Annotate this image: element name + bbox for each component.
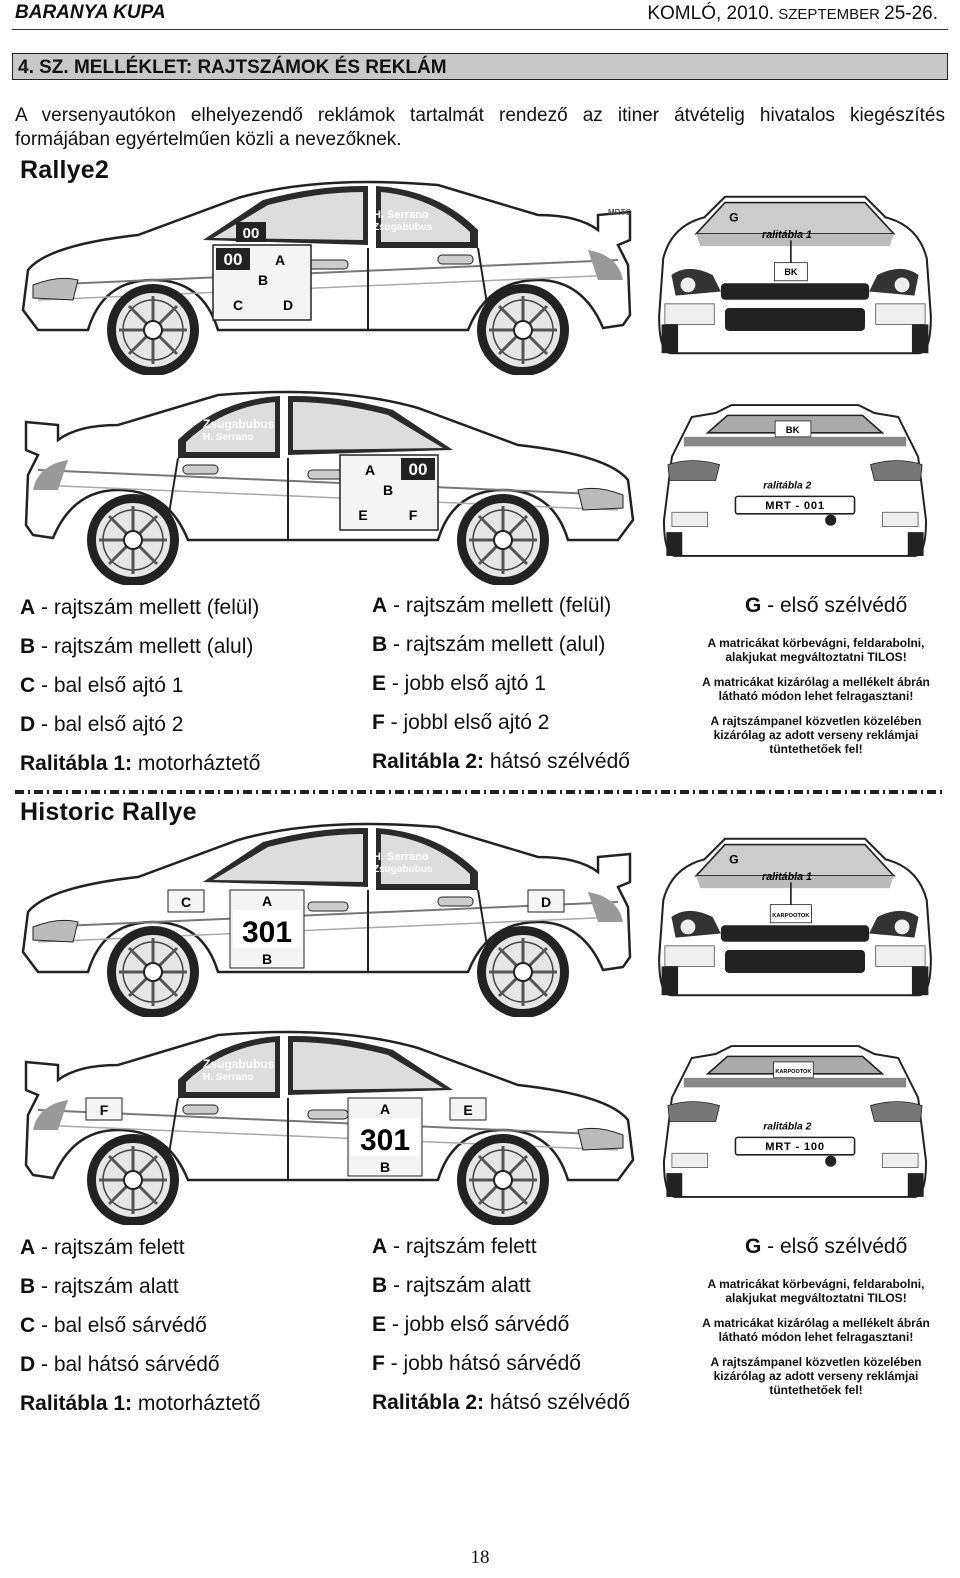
- legend-item: E - jobb első ajtó 1: [372, 672, 546, 695]
- historic-car-front: G ralitábla 1 KARPOOTOK: [658, 837, 932, 997]
- svg-text:301: 301: [360, 1124, 410, 1157]
- svg-text:MRT - 001: MRT - 001: [765, 500, 825, 512]
- svg-text:G: G: [729, 210, 739, 224]
- historic-g-legend: G - első szélvédő: [745, 1235, 908, 1258]
- legend-item: D - bal hátsó sárvédő: [20, 1353, 220, 1376]
- svg-text:301: 301: [242, 916, 292, 949]
- rallye2-car-rear: BK ralitábla 2 MRT - 001: [662, 404, 928, 557]
- svg-text:D: D: [541, 894, 551, 910]
- svg-text:A: A: [365, 462, 375, 478]
- legend-item: B - rajtszám alatt: [20, 1275, 179, 1298]
- svg-text:C: C: [233, 297, 243, 313]
- svg-text:00: 00: [409, 460, 428, 479]
- svg-text:KARPOOTOK: KARPOOTOK: [775, 1069, 811, 1075]
- svg-text:E: E: [358, 507, 367, 523]
- svg-text:E: E: [463, 1102, 472, 1118]
- legend-item: F - jobb hátsó sárvédő: [372, 1352, 581, 1375]
- svg-text:H. Serrano: H. Serrano: [203, 1072, 254, 1083]
- svg-text:KARPOOTOK: KARPOOTOK: [772, 913, 810, 919]
- svg-text:F: F: [100, 1102, 109, 1118]
- historic-car-right-side: Zsugabubus H. Serrano F A 301 B E: [18, 1020, 638, 1225]
- legend-item: Ralitábla 1: motorháztető: [20, 1392, 261, 1415]
- section-banner: 4. SZ. MELLÉKLET: RAJTSZÁMOK ÉS REKLÁM: [12, 53, 948, 80]
- svg-text:B: B: [383, 482, 393, 498]
- header-date: KOMLÓ, 2010. SZEPTEMBER 25-26.: [647, 3, 938, 24]
- legend-item: D - bal első ajtó 2: [20, 713, 184, 736]
- historic-title: Historic Rallye: [20, 798, 197, 826]
- legend-item: C - bal első sárvédő: [20, 1314, 207, 1337]
- svg-text:Zsugabubus: Zsugabubus: [203, 417, 275, 431]
- svg-text:BK: BK: [786, 425, 800, 436]
- section-divider: [15, 790, 942, 794]
- svg-text:ralitábla 1: ralitábla 1: [762, 229, 812, 241]
- svg-text:Zsugabubus: Zsugabubus: [373, 864, 433, 875]
- svg-text:A: A: [380, 1101, 390, 1117]
- svg-text:B: B: [258, 272, 268, 288]
- legend-item: A - rajtszám mellett (felül): [20, 596, 260, 619]
- rallye2-legend-left: A - rajtszám mellett (felül) B - rajtszá…: [20, 588, 260, 783]
- svg-text:H. Serrano: H. Serrano: [203, 432, 254, 443]
- svg-text:BK: BK: [784, 267, 798, 277]
- legend-item: C - bal első ajtó 1: [20, 674, 184, 697]
- svg-text:ralitábla 2: ralitábla 2: [763, 480, 811, 491]
- legend-item: B - rajtszám mellett (alul): [372, 633, 606, 656]
- historic-legend-mid: A - rajtszám felett B - rajtszám alatt E…: [372, 1227, 630, 1422]
- svg-text:G: G: [729, 852, 739, 866]
- legend-item: A - rajtszám mellett (felül): [372, 594, 612, 617]
- svg-text:MRT - 100: MRT - 100: [765, 1141, 825, 1153]
- rallye2-title: Rallye2: [20, 156, 109, 184]
- legend-item: A - rajtszám felett: [372, 1235, 537, 1258]
- legend-item: F - jobbl első ajtó 2: [372, 711, 550, 734]
- svg-text:H. Serrano: H. Serrano: [373, 209, 429, 221]
- svg-text:F: F: [409, 507, 418, 523]
- svg-text:H. Serrano: H. Serrano: [373, 851, 429, 863]
- svg-text:C: C: [181, 894, 191, 910]
- svg-text:00: 00: [243, 225, 260, 242]
- svg-text:B: B: [380, 1159, 390, 1175]
- historic-car-rear: KARPOOTOK ralitábla 2 MRT - 100: [662, 1045, 928, 1198]
- rallye2-car-left-side: H. Serrano Zsugabubus 00 A B C D 00 MRTC: [18, 170, 631, 375]
- rallye2-car-front: G ralitábla 1 BK: [658, 195, 932, 355]
- legend-item: Ralitábla 2: hátsó szélvédő: [372, 750, 630, 773]
- svg-text:ralitábla 1: ralitábla 1: [762, 871, 812, 883]
- intro-paragraph: A versenyautókon elhelyezendő reklámok t…: [15, 105, 945, 150]
- legend-item: B - rajtszám alatt: [372, 1274, 531, 1297]
- page-number: 18: [470, 1547, 490, 1568]
- legend-item: A - rajtszám felett: [20, 1236, 185, 1259]
- svg-text:Zsugabubus: Zsugabubus: [203, 1057, 275, 1071]
- historic-legend-left: A - rajtszám felett B - rajtszám alatt C…: [20, 1228, 260, 1423]
- svg-text:A: A: [262, 893, 272, 909]
- header-divider: [12, 29, 948, 30]
- legend-item: Ralitábla 2: hátsó szélvédő: [372, 1391, 630, 1414]
- rallye2-car-right-side: Zsugabubus H. Serrano 00 A B E F: [18, 380, 638, 585]
- svg-text:MRTC: MRTC: [608, 208, 631, 217]
- rallye2-legend-mid: A - rajtszám mellett (felül) B - rajtszá…: [372, 586, 630, 781]
- svg-text:A: A: [275, 252, 285, 268]
- rallye2-g-legend: G - első szélvédő: [745, 594, 908, 617]
- legend-item: E - jobb első sárvédő: [372, 1313, 570, 1336]
- svg-text:Zsugabubus: Zsugabubus: [373, 222, 433, 233]
- historic-notes: A matricákat körbevágni, feldarabolni, a…: [702, 1277, 930, 1397]
- svg-text:B: B: [262, 951, 272, 967]
- svg-text:00: 00: [224, 250, 243, 269]
- svg-text:ralitábla 2: ralitábla 2: [763, 1121, 811, 1132]
- rallye2-notes: A matricákat körbevágni, feldarabolni, a…: [702, 636, 930, 756]
- header-title: BARANYA KUPA: [15, 2, 166, 23]
- svg-text:D: D: [283, 297, 293, 313]
- historic-car-left-side: H. Serrano Zsugabubus C A 301 B D: [18, 812, 638, 1017]
- legend-item: Ralitábla 1: motorháztető: [20, 752, 261, 775]
- legend-item: B - rajtszám mellett (alul): [20, 635, 254, 658]
